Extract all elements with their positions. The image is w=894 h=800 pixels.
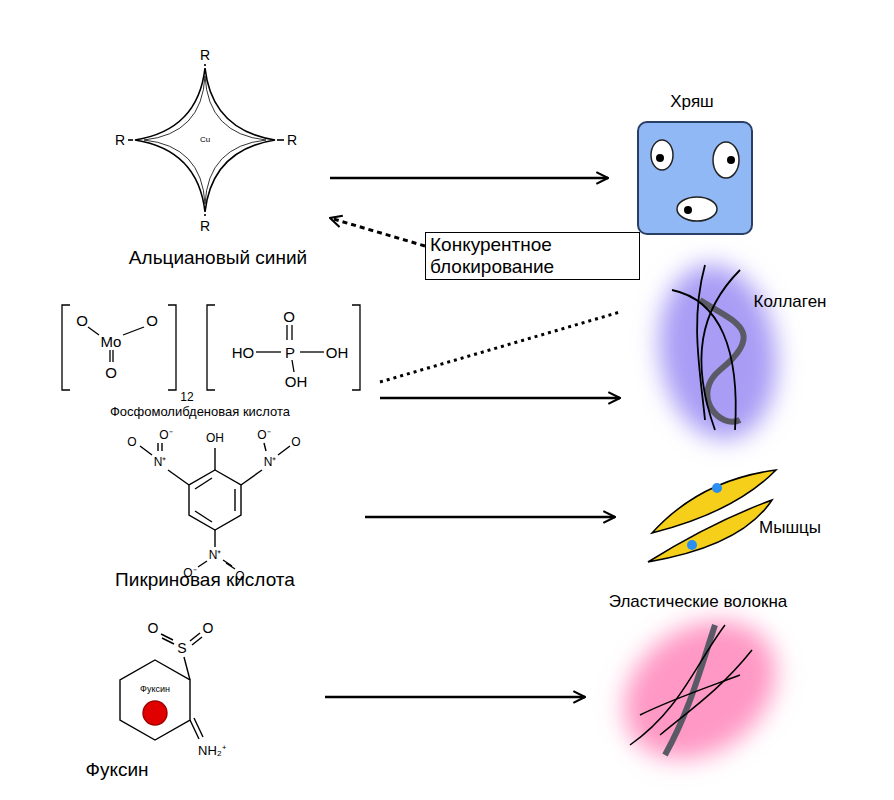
node-title: Хряш — [670, 93, 713, 112]
note-box: Конкурентное блокирование — [425, 232, 640, 280]
tissue-box: Хряш — [608, 88, 760, 243]
picric-structure — [140, 443, 290, 569]
atom-label: O⁻ — [159, 429, 172, 441]
blocking-connector — [380, 312, 620, 382]
stain-arrow — [380, 397, 620, 399]
node-title: Альциановый синий — [129, 248, 307, 269]
blocking-connector — [330, 218, 425, 246]
node-title: Коллаген — [754, 293, 827, 312]
elastic-illustration — [597, 592, 802, 788]
atom-label: OH — [206, 432, 224, 444]
atom-label: O — [148, 621, 159, 635]
dye-structure: Пикриновая кислота — [100, 425, 365, 595]
atom-label: O — [283, 309, 295, 324]
node-title: Мышцы — [759, 519, 821, 538]
stain-arrow — [365, 516, 615, 518]
atom-label: NH₂⁺ — [198, 744, 226, 757]
pma-structure — [62, 305, 360, 390]
atom-label: N⁺ — [154, 456, 167, 468]
tissue-figure: Мышцы — [615, 460, 850, 575]
node-title: Фосфомолибденовая кислота — [110, 405, 290, 419]
atom-label: O — [127, 436, 136, 448]
atom-label: OH — [326, 345, 349, 360]
stain-arrow — [330, 177, 608, 179]
atom-label: R — [115, 133, 125, 147]
muscle-illustration — [648, 470, 776, 562]
cartilage-icon — [638, 122, 752, 234]
node-title: Пикриновая кислота — [115, 570, 295, 591]
atom-label: Mo — [101, 334, 122, 349]
collagen-illustration — [648, 257, 787, 447]
atom-label: O — [291, 436, 300, 448]
atom-label: S — [177, 641, 186, 655]
atom-label: P — [285, 345, 295, 360]
atom-label: R — [287, 133, 297, 147]
note-text: Конкурентное блокирование — [430, 234, 635, 278]
atom-label: O⁻ — [257, 429, 270, 441]
atom-label: O — [146, 313, 158, 328]
tissue-figure: Коллаген — [620, 250, 850, 445]
node-title: Эластические волокна — [609, 593, 788, 612]
atom-label: O — [203, 621, 214, 635]
alcian-structure — [128, 64, 284, 216]
tissue-figure: Эластические волокна — [585, 585, 850, 770]
node-title: Фуксин — [85, 760, 148, 781]
dye-structure: ФуксинФуксин — [75, 615, 325, 790]
dye-structure: Фосфомолибденовая кислота — [55, 300, 380, 425]
fuchsin-structure — [120, 633, 203, 740]
atom-label: R — [200, 219, 210, 233]
ring-label: Фуксин — [140, 685, 170, 695]
atom-label: O — [105, 365, 117, 380]
atom-label: Cu — [200, 136, 210, 144]
atom-label: 12 — [180, 391, 193, 403]
atom-label: R — [200, 48, 210, 62]
atom-label: N⁺ — [209, 549, 222, 561]
atom-label: O — [76, 313, 88, 328]
stain-arrow — [325, 696, 585, 698]
dye-structure: Альциановый синий — [95, 45, 330, 285]
atom-label: HO — [232, 345, 255, 360]
atom-label: OH — [285, 374, 308, 389]
atom-label: N⁺ — [264, 456, 277, 468]
